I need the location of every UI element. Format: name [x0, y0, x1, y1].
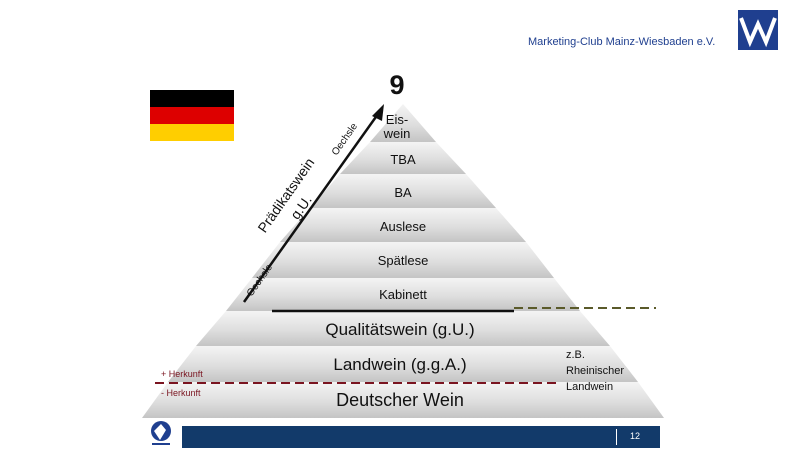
- level-eiswein-line2: wein: [383, 126, 411, 141]
- pyramid-bands: [142, 104, 664, 418]
- example-line3: Landwein: [566, 381, 613, 393]
- level-spaetlese: Spätlese: [378, 253, 429, 268]
- band-tba: [340, 142, 466, 174]
- plus-herkunft-label: + Herkunft: [161, 369, 203, 379]
- level-deutscher-wein: Deutscher Wein: [336, 390, 464, 410]
- oechsle-arrow: [242, 113, 380, 303]
- level-kabinett: Kabinett: [379, 287, 427, 302]
- footer-separator: [616, 429, 617, 445]
- example-line2: Rheinischer: [566, 365, 624, 377]
- arrow-head-icon: [372, 104, 384, 121]
- band-eiswein: [370, 104, 436, 142]
- level-eiswein-line1: Eis-: [386, 112, 408, 127]
- band-auslese: [280, 208, 526, 242]
- level-ba: BA: [394, 185, 412, 200]
- minus-herkunft-label: - Herkunft: [161, 388, 201, 398]
- band-ba: [310, 174, 496, 208]
- top-number: 9: [389, 70, 404, 100]
- footer-bar: [182, 426, 660, 448]
- dlg-logo-icon: [151, 421, 171, 445]
- band-landwein: [168, 346, 638, 382]
- vm-logo-icon: [738, 10, 778, 50]
- level-tba: TBA: [390, 152, 416, 167]
- band-spaetlese: [252, 242, 554, 278]
- level-landwein: Landwein (g.g.A.): [333, 355, 466, 374]
- band-qualitaetswein: [196, 311, 610, 346]
- page-number: 12: [630, 431, 641, 441]
- level-qualitaetswein: Qualitätswein (g.U.): [325, 320, 474, 339]
- example-line1: z.B.: [566, 349, 585, 361]
- club-name: Marketing-Club Mainz-Wiesbaden e.V.: [528, 36, 716, 48]
- oechsle-label-top: Oechsle: [330, 121, 360, 158]
- german-flag-icon: [150, 90, 234, 141]
- band-deutscher-wein: [142, 382, 664, 418]
- level-auslese: Auslese: [380, 219, 426, 234]
- band-kabinett: [226, 278, 580, 311]
